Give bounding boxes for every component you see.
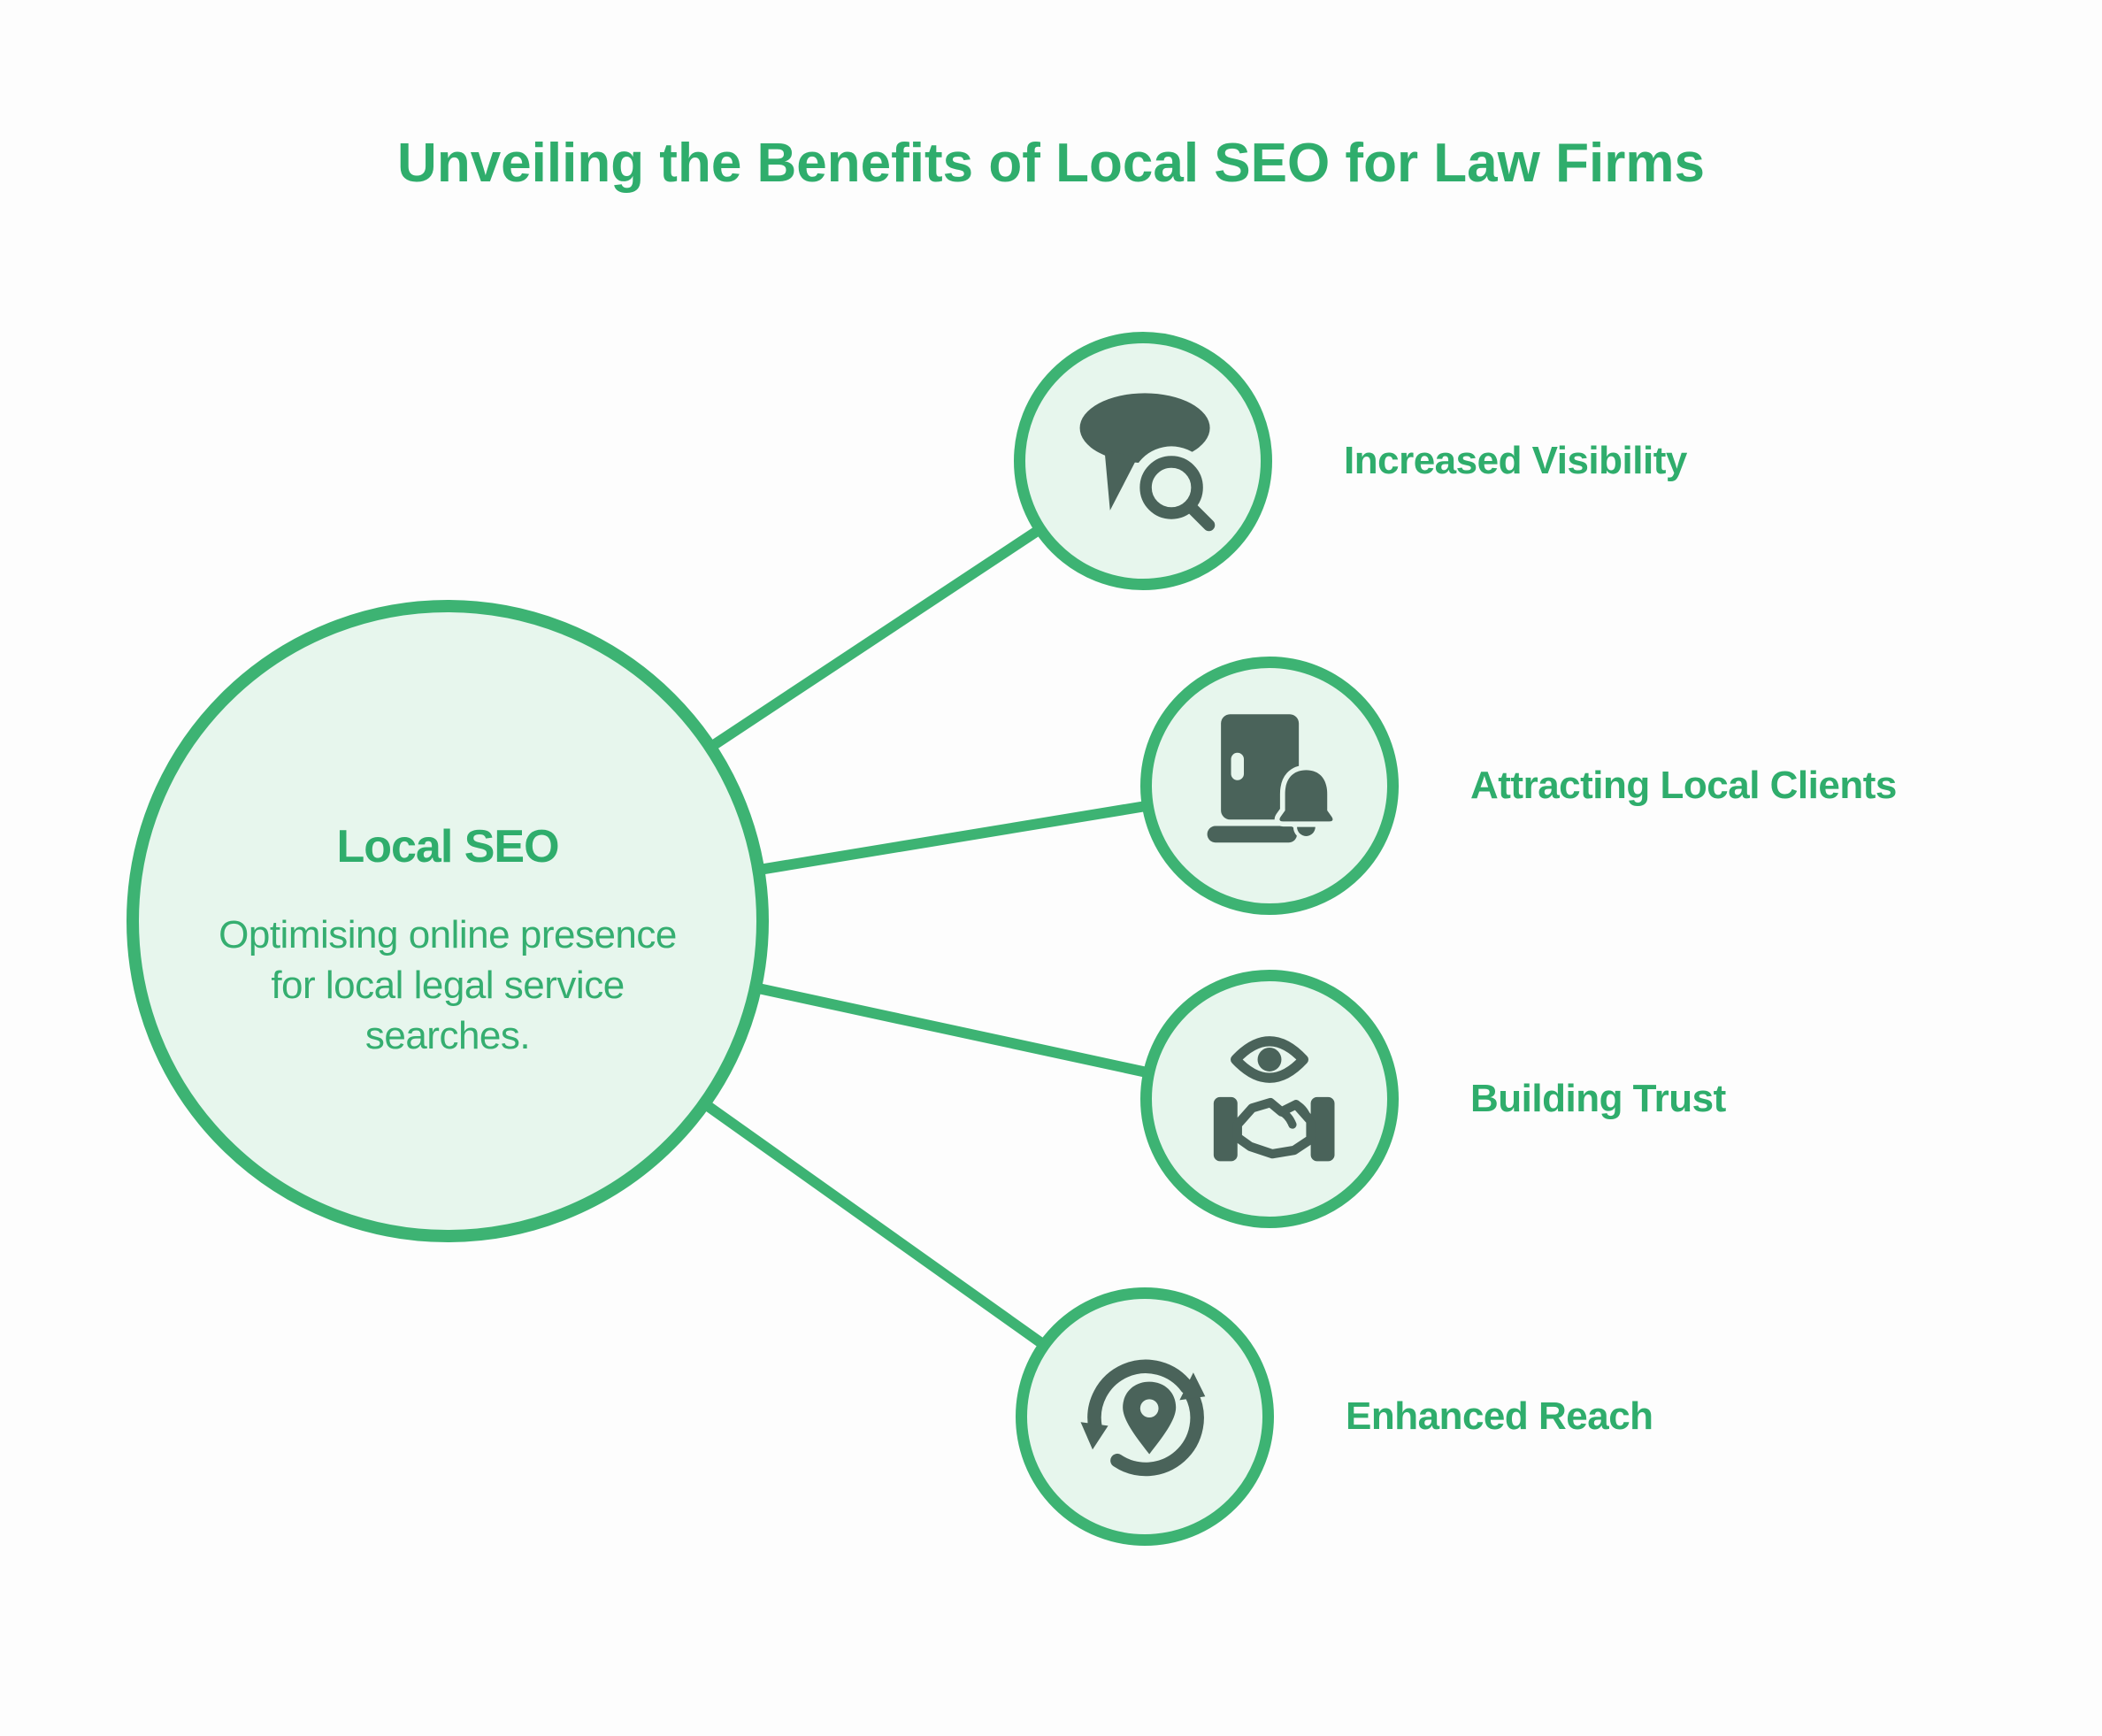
benefit-node-building-trust xyxy=(1140,970,1399,1228)
benefit-label-increased-visibility: Increased Visibility xyxy=(1344,439,1687,482)
location-sync-icon xyxy=(1080,1359,1206,1477)
page-title: Unveiling the Benefits of Local SEO for … xyxy=(397,133,1705,194)
door-bell-icon xyxy=(1207,714,1339,843)
central-node: Local SEO Optimising online presence for… xyxy=(127,600,769,1242)
benefit-label-building-trust: Building Trust xyxy=(1470,1077,1726,1120)
benefit-node-enhanced-reach xyxy=(1016,1287,1274,1546)
benefit-label-attracting-local-clients: Attracting Local Clients xyxy=(1470,764,1897,807)
benefit-node-attracting-local-clients xyxy=(1140,657,1399,915)
benefit-node-increased-visibility xyxy=(1014,332,1272,590)
chat-search-icon xyxy=(1079,393,1221,539)
central-node-description: Optimising online presence for local leg… xyxy=(219,913,677,1057)
eye-handshake-icon xyxy=(1213,1036,1335,1162)
benefit-label-enhanced-reach: Enhanced Reach xyxy=(1346,1394,1653,1438)
central-node-title: Local SEO xyxy=(336,821,559,872)
